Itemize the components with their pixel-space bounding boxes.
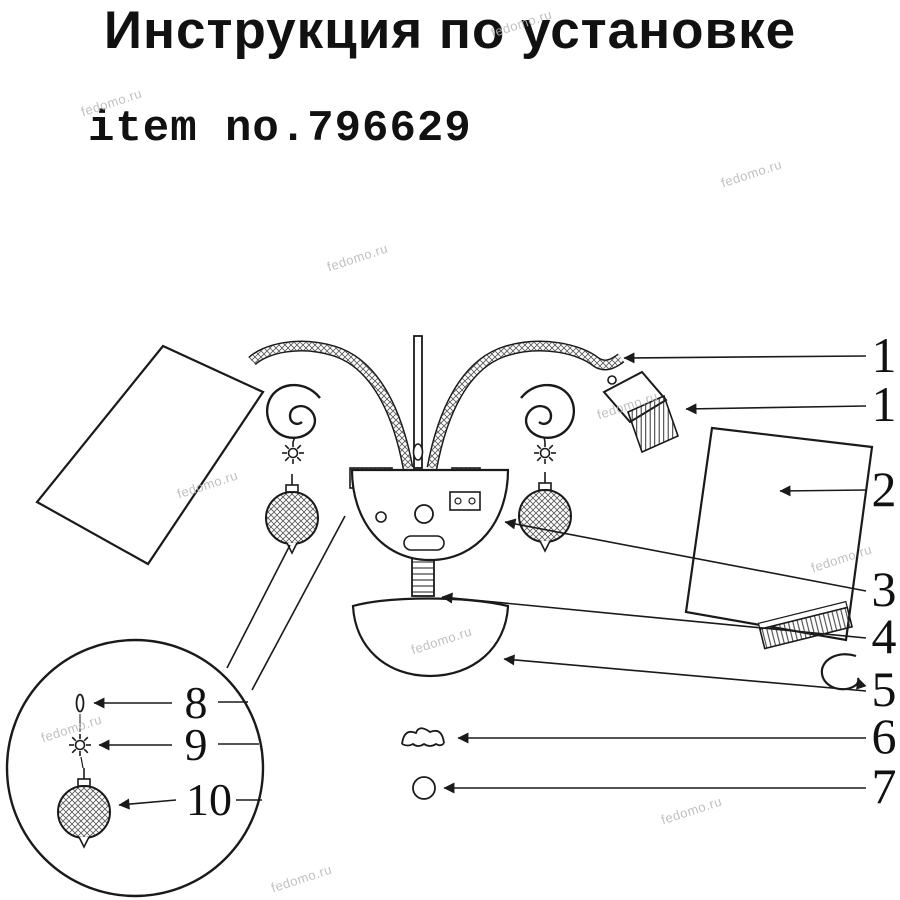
callout-label-8: 8 xyxy=(185,677,208,728)
wire-hook xyxy=(820,653,867,691)
item-number: item no.796629 xyxy=(88,104,472,154)
mount-base xyxy=(349,467,510,562)
arrow-4-pipe xyxy=(441,592,867,639)
right-scroll xyxy=(520,383,576,440)
left-lampshade xyxy=(35,344,265,566)
callout-label-10: 10 xyxy=(186,774,232,825)
mounting-strip xyxy=(757,600,854,650)
decor-trim xyxy=(401,727,445,747)
right-arm xyxy=(432,346,621,468)
callout-labels: 1 1 2 3 4 5 6 7 8 9 10 xyxy=(185,327,897,825)
detail-circle xyxy=(5,638,265,898)
arrow-10-ball xyxy=(118,798,177,810)
threaded-pipe xyxy=(411,555,435,597)
crystal-pendant-left xyxy=(265,441,319,554)
page-title: Инструкция по установке xyxy=(103,1,797,60)
callout-label-1a: 1 xyxy=(872,327,897,383)
arrow-3-base xyxy=(504,518,867,592)
callout-label-6: 6 xyxy=(872,708,897,764)
hanging-rod xyxy=(412,335,424,469)
callout-label-9: 9 xyxy=(185,719,208,770)
spot-lampshade xyxy=(602,370,679,454)
callout-label-5: 5 xyxy=(872,661,897,717)
glass-dome xyxy=(351,597,510,678)
left-arm xyxy=(252,346,408,468)
arrow-5-dome xyxy=(503,654,867,692)
callout-label-2: 2 xyxy=(872,461,897,517)
callout-label-3: 3 xyxy=(872,561,897,617)
detail-pin xyxy=(75,693,85,713)
callout-label-1b: 1 xyxy=(872,376,897,432)
crystal-pendant-right xyxy=(518,441,572,552)
leader-lines xyxy=(226,515,346,691)
terminal-block xyxy=(449,491,481,511)
mount-ring xyxy=(412,776,436,800)
callout-label-7: 7 xyxy=(872,758,897,814)
right-lampshade xyxy=(684,426,874,642)
callout-label-4: 4 xyxy=(872,608,897,664)
arrow-1-arm xyxy=(623,352,867,364)
arrow-1-spot xyxy=(685,403,867,415)
arrow-2-shade xyxy=(779,485,867,497)
left-scroll xyxy=(265,383,321,440)
callout-arrows xyxy=(93,352,867,810)
